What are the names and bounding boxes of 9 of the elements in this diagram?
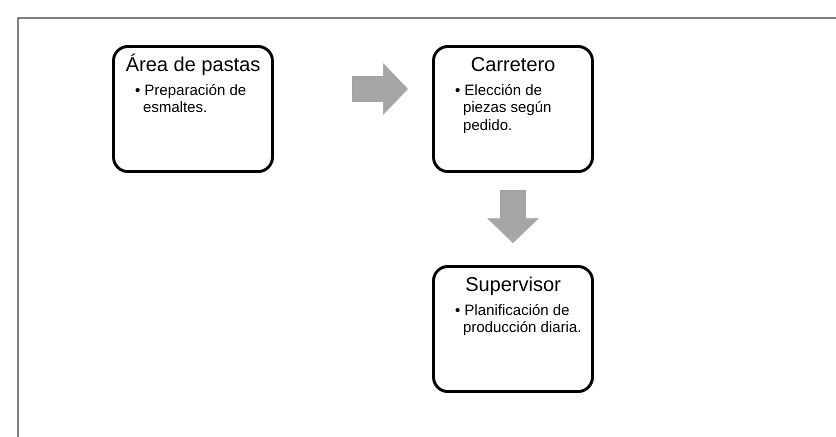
process-box: [432, 265, 594, 393]
process-box: [432, 45, 594, 173]
box-title: Área de pastas: [124, 54, 262, 77]
bullet-text: • Preparación de esmaltes.: [135, 82, 248, 116]
process-box: [112, 45, 274, 173]
box-title: Supervisor: [464, 274, 562, 297]
bullet-text: • Elección de piezas según pedido.: [455, 82, 552, 134]
box-title: Carretero: [470, 54, 556, 77]
bullet-text: • Planificación de producción diaria.: [455, 302, 582, 336]
